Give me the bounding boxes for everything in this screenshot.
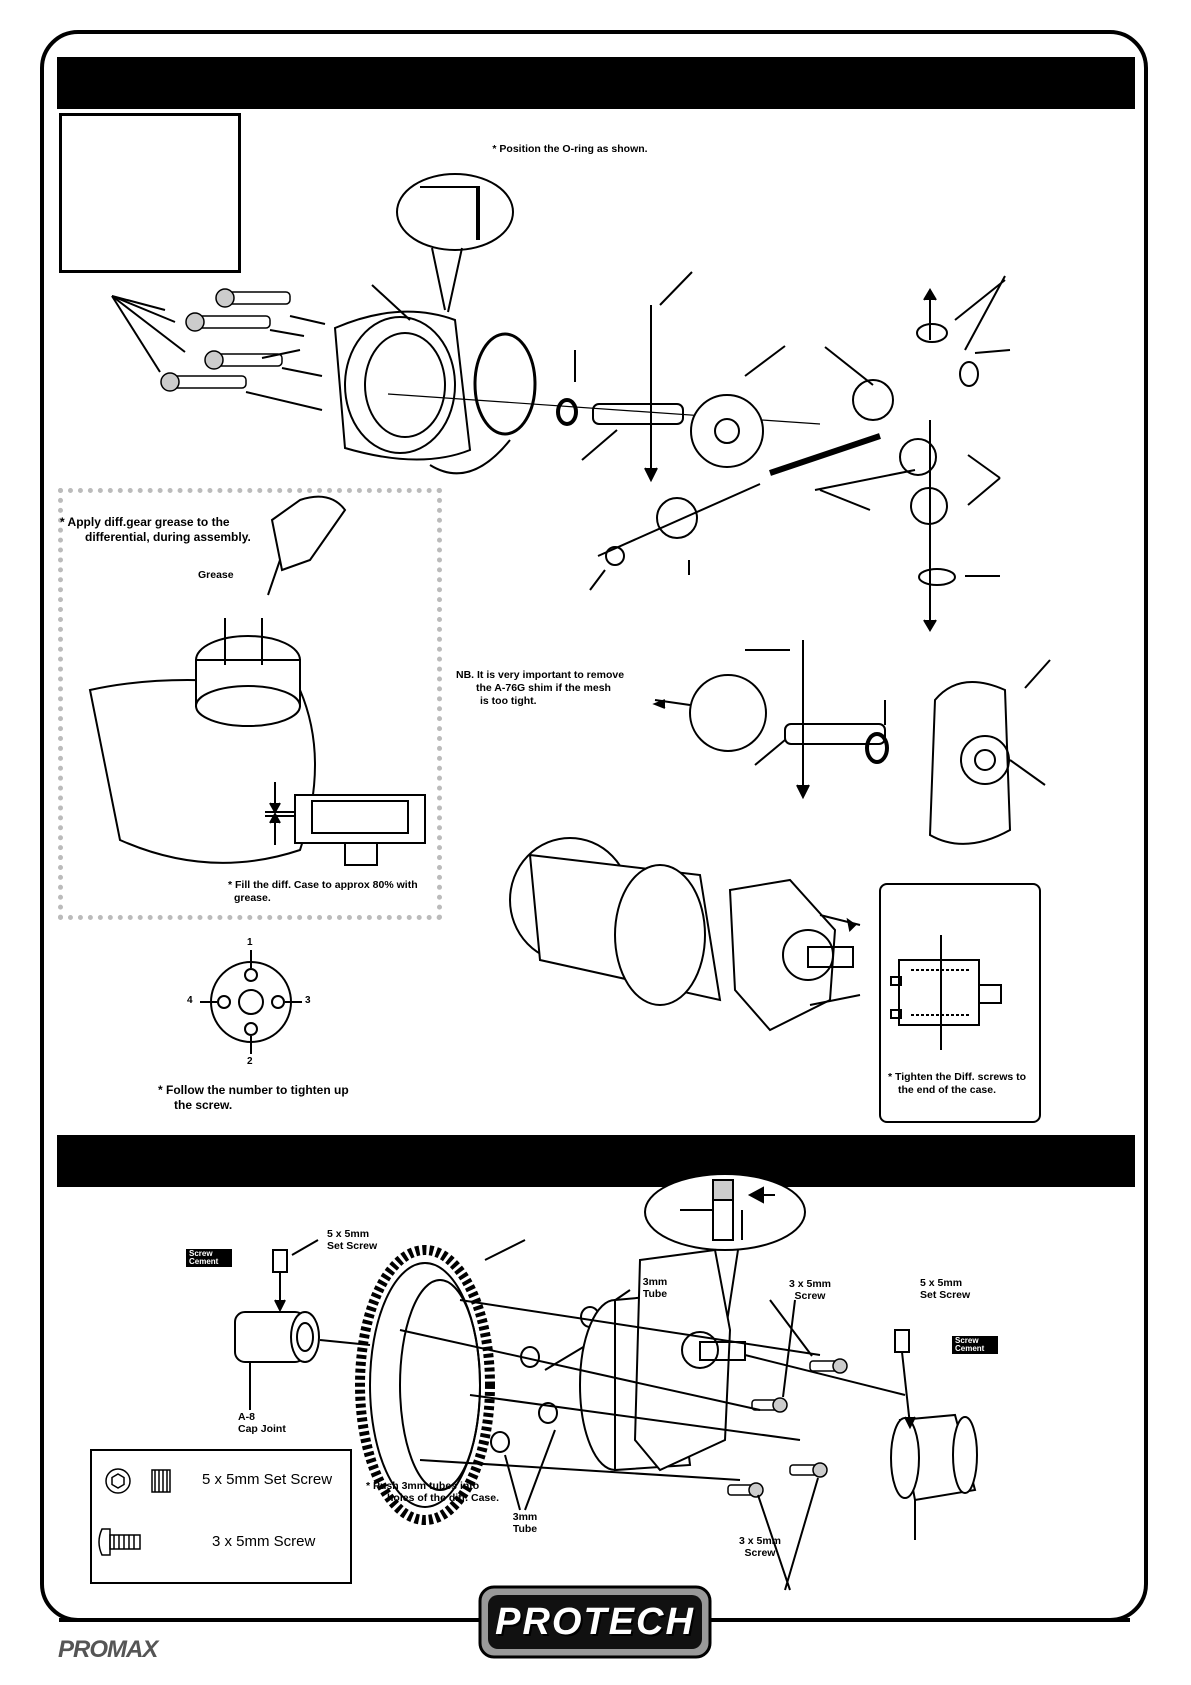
grease-instruction-panel [58, 488, 442, 920]
tube-bottom-size: 3mm [512, 1511, 538, 1523]
screw-cement-left-tag: Screw Cement [186, 1249, 232, 1267]
hardware-legend: 5 x 5mm Set Screw 3 x 5mm Screw [90, 1449, 352, 1584]
tube-top-size: 3mm [642, 1276, 668, 1288]
tighten-order-2: 2 [247, 1056, 253, 1067]
tighten-screws-note-line1: * Tighten the Diff. screws to [888, 1071, 1027, 1083]
tighten-order-note-line2: the screw. [174, 1098, 233, 1112]
diff-cross-section-icon [890, 935, 1002, 1050]
fill-note-line2: grease. [234, 892, 271, 904]
set-screw-right-name: Set Screw [920, 1289, 971, 1301]
set-screw-left-name: Set Screw [327, 1240, 378, 1252]
screw-icon [98, 1528, 141, 1556]
tube-bottom-name: Tube [512, 1523, 538, 1535]
screw-top-name: Screw [794, 1290, 826, 1302]
legend-set-screw-label: 5 x 5mm Set Screw [202, 1471, 333, 1488]
promax-logo: PROMAX [58, 1636, 158, 1663]
step-number-box [59, 113, 241, 273]
section-header-bar-top [57, 57, 1135, 109]
protech-logo-text: PROTECH [495, 1600, 695, 1643]
oring-note: * Position the O-ring as shown. [492, 143, 648, 155]
screw-cement-right-line2: Cement [955, 1344, 985, 1353]
screw-top-size: 3 x 5mm [788, 1278, 832, 1290]
screw-cement-left-line2: Cement [189, 1257, 219, 1266]
cap-joint-name: Cap Joint [238, 1423, 286, 1435]
protech-logo-badge [478, 1585, 712, 1659]
set-screw-right-size: 5 x 5mm [920, 1277, 963, 1289]
screw-bottom-name: Screw [744, 1547, 776, 1559]
tighten-order-note-line1: * Follow the number to tighten up [158, 1083, 349, 1097]
set-screw-icon [105, 1468, 171, 1494]
nb-note-line1: NB. It is very important to remove [456, 669, 625, 681]
tighten-screws-inset [879, 883, 1041, 1123]
legend-screw-label: 3 x 5mm Screw [212, 1533, 316, 1550]
tighten-order-1: 1 [247, 937, 253, 948]
section-header-bar-bottom [57, 1135, 1135, 1187]
grease-note-line1: * Apply diff.gear grease to the [60, 515, 230, 529]
set-screw-left-size: 5 x 5mm [327, 1228, 370, 1240]
screw-cement-right-line1: Screw [955, 1336, 979, 1345]
diff-screws-icon [111, 288, 326, 411]
tighten-order-3: 3 [305, 995, 311, 1006]
tighten-screws-note-line2: the end of the case. [898, 1084, 997, 1096]
screw-cement-left-line1: Screw [189, 1249, 213, 1258]
nb-note-line3: is too tight. [480, 695, 537, 707]
tighten-order-4: 4 [187, 995, 193, 1006]
legend-row-set-screw: 5 x 5mm Set Screw [92, 1456, 350, 1516]
protech-logo: PROTECH [478, 1585, 712, 1659]
push-note-line2: holes of the diff. Case. [387, 1492, 500, 1504]
screw-bottom-size: 3 x 5mm [738, 1535, 782, 1547]
tube-top-name: Tube [642, 1288, 668, 1300]
grease-note-line2: differential, during assembly. [85, 530, 251, 544]
fill-note-line1: * Fill the diff. Case to approx 80% with [228, 879, 418, 891]
legend-row-screw: 3 x 5mm Screw [92, 1517, 350, 1577]
screw-cement-right-tag: Screw Cement [952, 1336, 998, 1354]
cap-joint-part-number: A-8 [238, 1411, 255, 1423]
grease-label: Grease [198, 569, 234, 581]
push-note-line1: * Push 3mm tubes into [366, 1480, 480, 1492]
nb-note-line2: the A-76G shim if the mesh [476, 682, 611, 694]
